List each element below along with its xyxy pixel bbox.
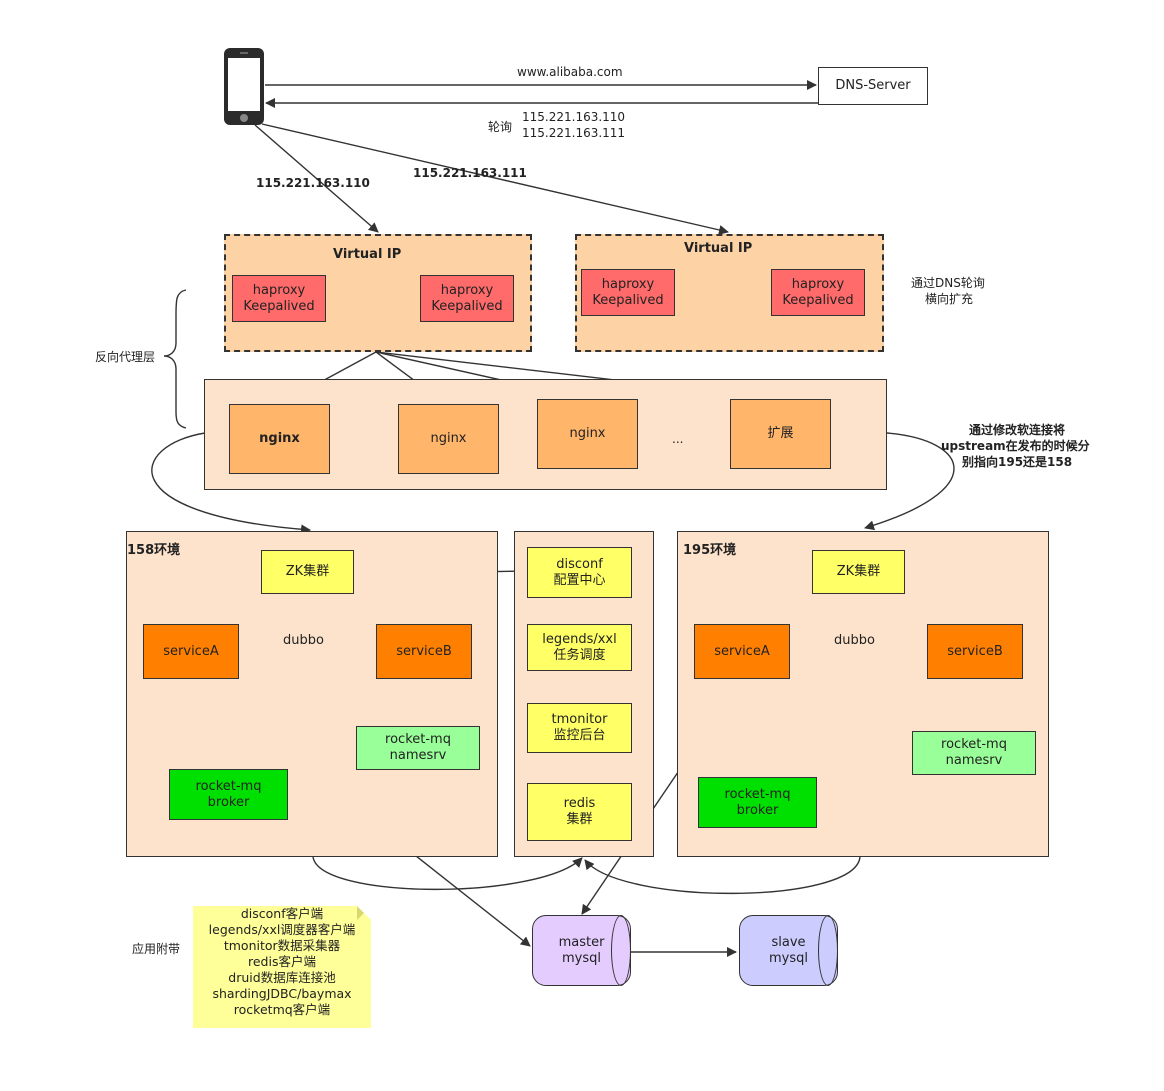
- app-bundle-item: disconf客户端: [240, 906, 324, 921]
- env195-serviceA: serviceA: [694, 624, 790, 679]
- nginx-node-1: nginx: [229, 404, 330, 474]
- nginx-expand-node: 扩展: [730, 399, 831, 469]
- smartphone-icon: [224, 48, 264, 125]
- app-bundle-item: redis客户端: [248, 954, 316, 969]
- slave-mysql-rim: [818, 915, 838, 986]
- curve-to-158: [151, 432, 311, 535]
- env195-serviceB: serviceB: [927, 624, 1023, 679]
- dns-ip-2: 115.221.163.111: [522, 126, 626, 140]
- app-bundle-item: rocketmq客户端: [233, 1002, 331, 1017]
- app-bundle-item: legends/xxl调度器客户端: [208, 922, 356, 937]
- dns-request-label: www.alibaba.com: [517, 65, 623, 79]
- dns-scale-note-1: 通过DNS轮询: [911, 276, 985, 290]
- env158-zk: ZK集群: [261, 550, 354, 594]
- app-bundle-item: druid数据库连接池: [228, 970, 336, 985]
- app-bundle-item: shardingJDBC/baymax: [212, 986, 352, 1001]
- nginx-ellipsis: ...: [672, 432, 684, 446]
- env158-serviceB: serviceB: [376, 624, 472, 679]
- nginx-node-3: nginx: [537, 399, 638, 469]
- env158-serviceA: serviceA: [143, 624, 239, 679]
- curve-195-shared: [584, 856, 861, 895]
- switch-note-3: 别指向195还是158: [962, 455, 1073, 469]
- reverse-proxy-label: 反向代理层: [95, 350, 156, 364]
- dns-poll-label: 轮询: [488, 120, 513, 134]
- curve-158-shared: [312, 856, 583, 891]
- vip-left-title: Virtual IP: [333, 247, 402, 262]
- app-bundle-item: tmonitor数据采集器: [223, 938, 341, 953]
- env195-dubbo: dubbo: [834, 633, 875, 648]
- app-bundle-label: 应用附带: [132, 942, 181, 956]
- app-bundle-note: disconf客户端 legends/xxl调度器客户端 tmonitor数据采…: [193, 906, 371, 1028]
- env158-title: 158环境: [127, 543, 181, 558]
- route-left-arrow: [254, 124, 379, 233]
- env195-zk: ZK集群: [812, 550, 905, 594]
- switch-note-1: 通过修改软连接将: [969, 423, 1066, 437]
- reverse-proxy-brace: [163, 289, 187, 429]
- route-right-arrow: [261, 123, 729, 235]
- env158-dubbo: dubbo: [283, 633, 324, 648]
- master-mysql-rim: [611, 915, 631, 986]
- route-left-ip: 115.221.163.110: [256, 176, 370, 190]
- dns-ip-1: 115.221.163.110: [522, 110, 626, 124]
- dns-scale-note-2: 横向扩充: [925, 292, 974, 306]
- vip-right-title: Virtual IP: [684, 241, 753, 256]
- env195-title: 195环境: [683, 543, 737, 558]
- nginx-node-2: nginx: [398, 404, 499, 474]
- curve-to-195: [864, 432, 955, 531]
- route-right-ip: 115.221.163.111: [413, 166, 527, 180]
- switch-note-2: upstream在发布的时候分: [941, 439, 1090, 453]
- dns-server: DNS-Server: [818, 67, 928, 105]
